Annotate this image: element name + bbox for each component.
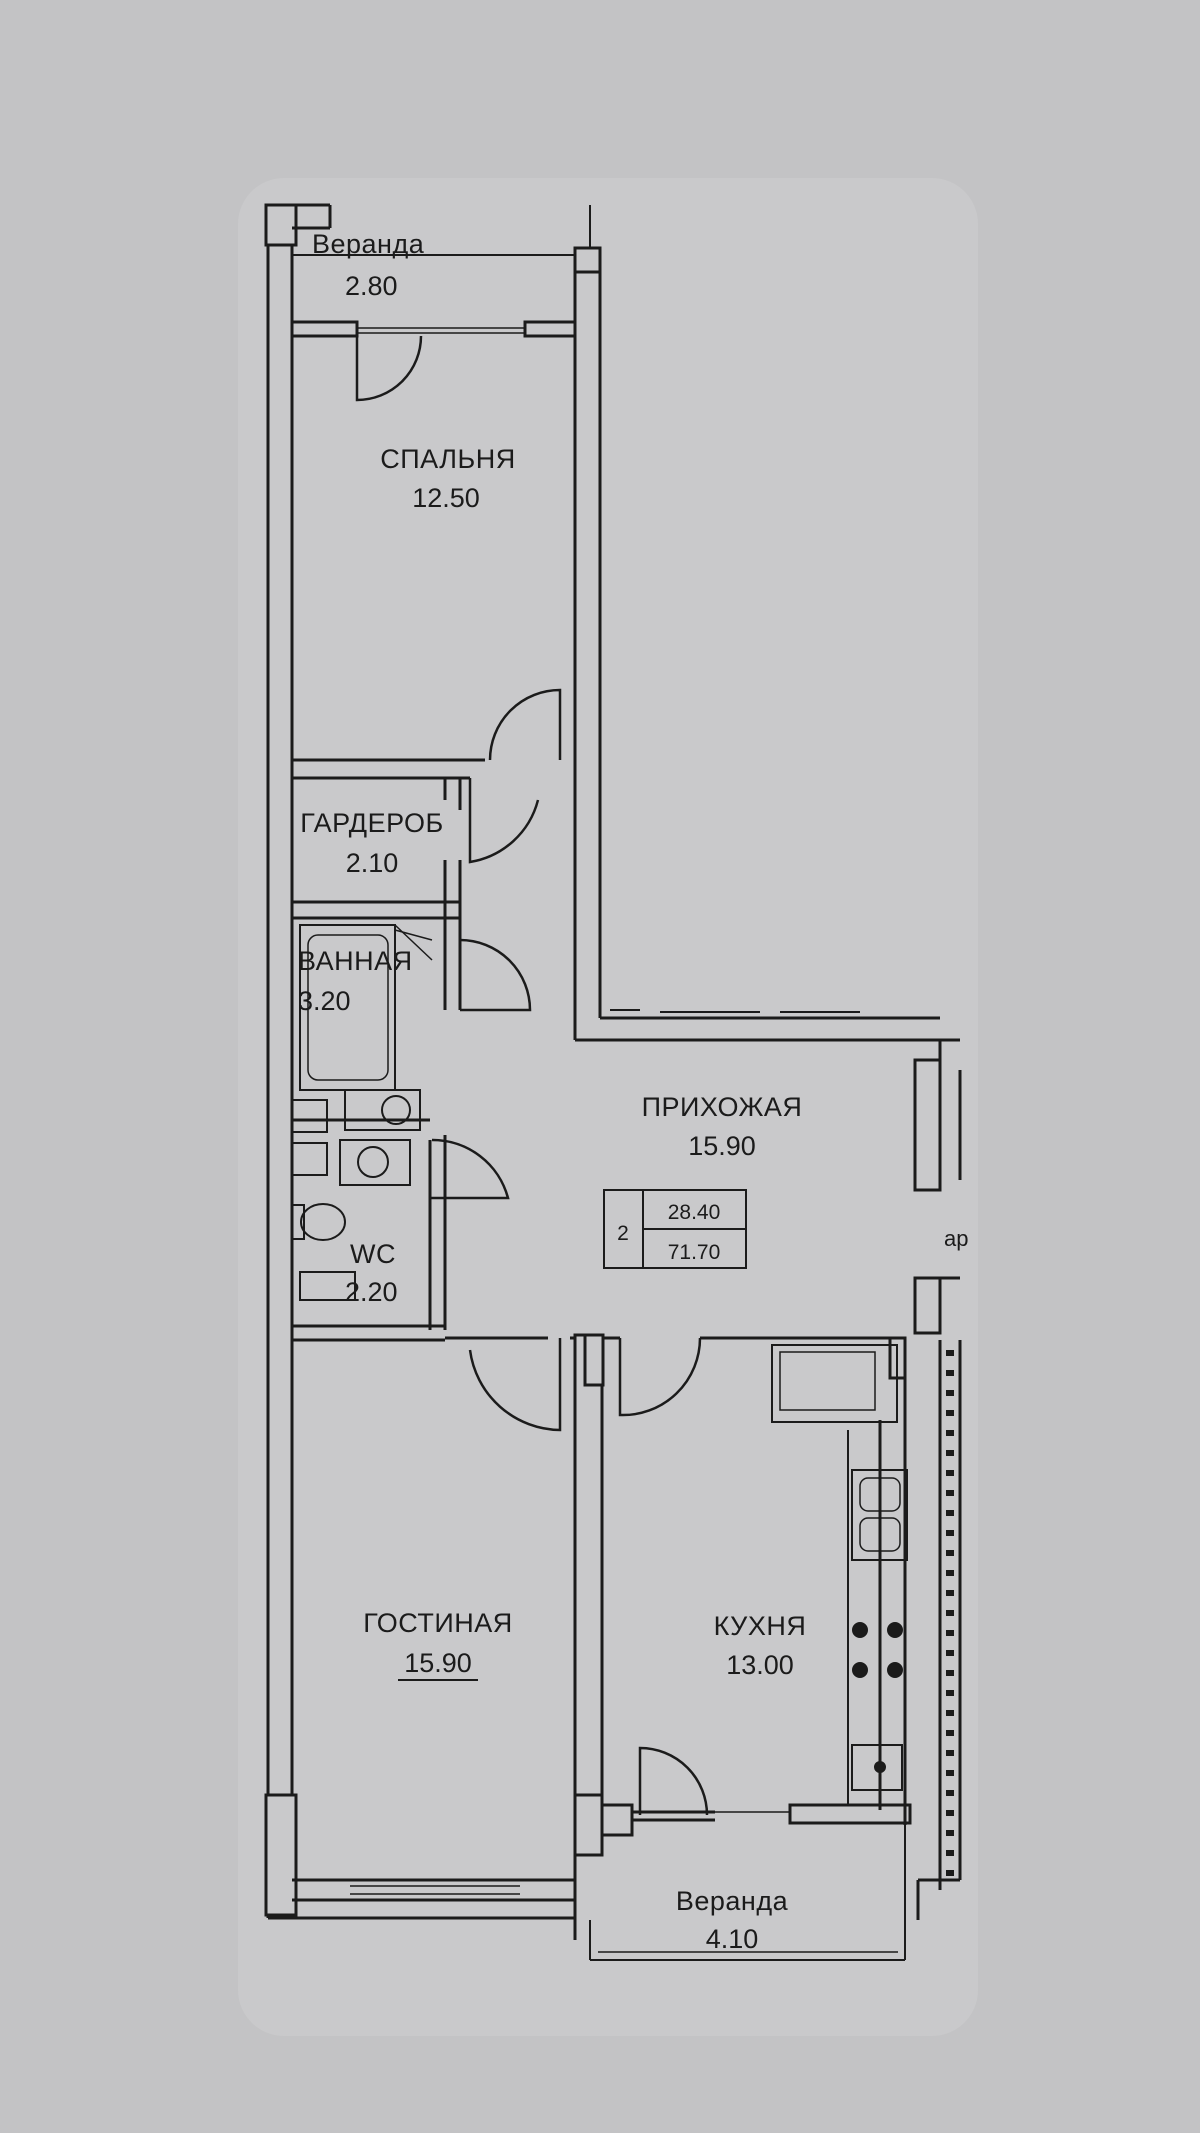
hallway-area: 15.90 [688, 1131, 756, 1161]
toilet-icon [300, 1203, 346, 1241]
veranda-top-name: Веранда [312, 229, 425, 259]
living-name: ГОСТИНАЯ [363, 1608, 513, 1638]
wc-name: WC [350, 1239, 396, 1269]
edge-text: ар [944, 1226, 968, 1251]
living-area: 28.40 [668, 1201, 721, 1224]
rooms-count: 2 [617, 1222, 629, 1245]
wardrobe-area: 2.10 [346, 848, 399, 878]
wardrobe-name: ГАРДЕРОБ [300, 808, 443, 838]
room-labels: Веранда 2.80 СПАЛЬНЯ 12.50 ГАРДЕРОБ 2.10… [298, 229, 968, 1954]
veranda-bottom-area: 4.10 [706, 1924, 759, 1954]
total-area: 71.70 [668, 1241, 721, 1264]
area-summary-table: 2 28.40 71.70 [603, 1189, 747, 1269]
wc-area: 2.20 [345, 1277, 398, 1307]
veranda-top-area: 2.80 [345, 271, 398, 301]
kitchen-area: 13.00 [726, 1650, 794, 1680]
living-area-label: 15.90 [404, 1648, 472, 1678]
bedroom-area: 12.50 [412, 483, 480, 513]
fixtures [291, 924, 908, 1805]
walls [264, 203, 962, 1961]
bathroom-area: 3.20 [298, 986, 351, 1016]
bathroom-name: ВАННАЯ [298, 946, 413, 976]
stove-icon [852, 1622, 903, 1678]
doors [355, 335, 709, 1816]
kitchen-sink-icon [771, 1344, 898, 1423]
hallway-name: ПРИХОЖАЯ [642, 1092, 803, 1122]
bedroom-name: СПАЛЬНЯ [380, 444, 515, 474]
veranda-bottom-name: Веранда [676, 1886, 789, 1916]
sink-icon [381, 1095, 411, 1125]
kitchen-name: КУХНЯ [714, 1611, 807, 1641]
paper-sheet [238, 178, 978, 2036]
